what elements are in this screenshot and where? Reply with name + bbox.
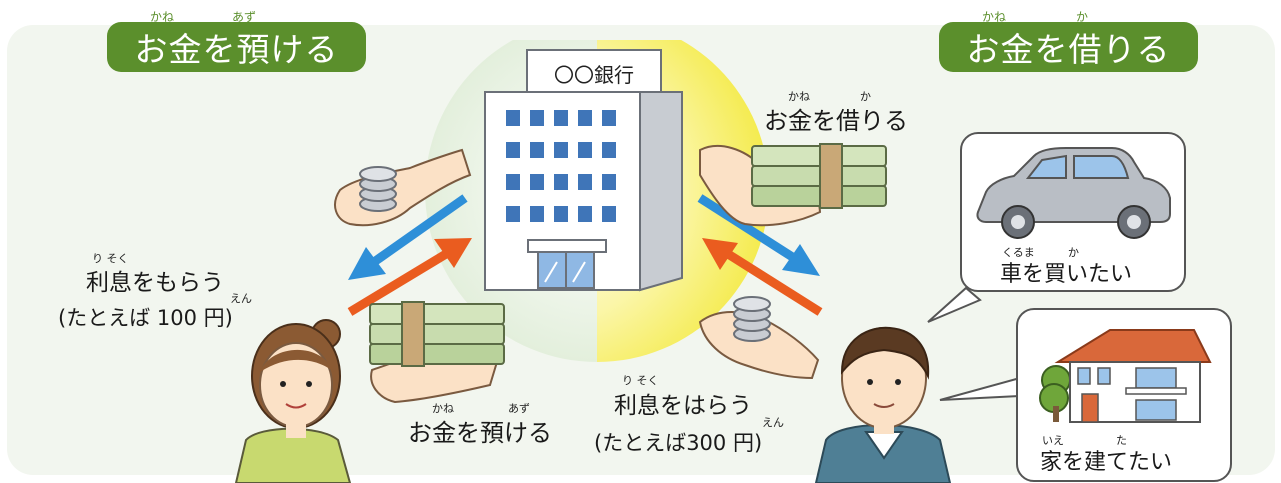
borrow-title: お金を借りる bbox=[966, 30, 1171, 69]
deposit-title: お金を預ける bbox=[134, 30, 339, 69]
interest-pay-example: (たとえば300 円) bbox=[594, 431, 763, 455]
house-bubble: いえ た 家を建てたい bbox=[1016, 308, 1232, 482]
deposit-title-badge: お金を預ける bbox=[107, 22, 366, 72]
interest-receive-label: 利息をもらう bbox=[86, 270, 224, 296]
borrow-title-ruby-ka: か bbox=[1076, 10, 1089, 24]
borrow-action-label: お金を借りる bbox=[764, 107, 908, 135]
car-ruby-kuruma: くるま bbox=[1002, 246, 1035, 259]
interest-pay-ruby: り そく bbox=[622, 374, 659, 387]
interest-pay-example-ruby: えん bbox=[762, 416, 784, 429]
deposit-title-ruby-kane: かね bbox=[150, 10, 175, 24]
cash-hand-deposit-icon bbox=[369, 301, 505, 404]
house-wish-label: 家を建てたい bbox=[1040, 450, 1173, 475]
house-ruby-ie: いえ bbox=[1042, 434, 1064, 447]
interest-receive-ruby: り そく bbox=[92, 252, 129, 265]
coins-hand-icon bbox=[334, 148, 472, 227]
interest-receive-example-ruby: えん bbox=[230, 292, 252, 305]
interest-pay-label: 利息をはらう bbox=[614, 393, 752, 419]
car-icon bbox=[976, 147, 1171, 239]
car-bubble: くるま か 車を買いたい bbox=[960, 132, 1186, 292]
house-ruby-ta: た bbox=[1116, 434, 1127, 447]
cash-hand-icon bbox=[699, 143, 887, 227]
bank-sign: 〇〇銀行 bbox=[554, 63, 634, 87]
car-ruby-ka: か bbox=[1068, 246, 1079, 259]
borrower-man-icon bbox=[814, 326, 952, 483]
coins-hand-pay-icon bbox=[698, 296, 820, 380]
bank-building-icon bbox=[484, 49, 683, 292]
car-wish-label: 車を買いたい bbox=[1000, 262, 1133, 287]
borrow-action-ruby-ka: か bbox=[860, 90, 871, 103]
deposit-title-ruby-azu: あず bbox=[232, 10, 257, 24]
arrow-deposit-to-bank bbox=[347, 238, 472, 316]
arrow-interest-to-depositor bbox=[348, 194, 468, 280]
deposit-action-ruby-kane: かね bbox=[432, 402, 454, 415]
depositor-woman-icon bbox=[234, 319, 352, 483]
arrow-loan-to-borrower bbox=[697, 194, 820, 276]
borrow-title-ruby-kane: かね bbox=[982, 10, 1007, 24]
borrow-action-ruby-kane: かね bbox=[788, 90, 810, 103]
arrow-interest-to-bank bbox=[702, 238, 823, 316]
borrow-title-badge: お金を借りる bbox=[939, 22, 1198, 72]
deposit-action-ruby-azu: あず bbox=[508, 402, 530, 415]
house-icon bbox=[1039, 329, 1212, 423]
deposit-action-label: お金を預ける bbox=[408, 419, 552, 447]
car-bubble-tail bbox=[927, 286, 982, 323]
interest-receive-example: (たとえば 100 円) bbox=[58, 306, 233, 330]
